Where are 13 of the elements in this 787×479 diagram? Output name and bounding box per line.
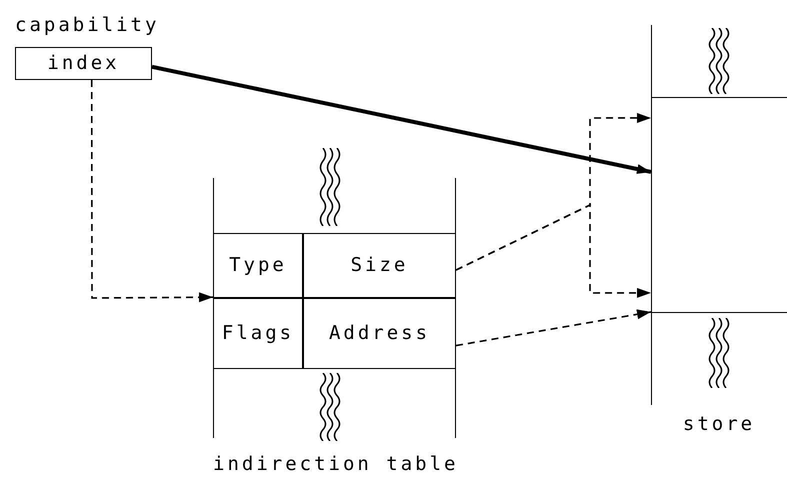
index-field: index	[15, 47, 152, 80]
arrow	[456, 204, 651, 298]
store-block	[651, 97, 787, 313]
table-cell: Type	[213, 233, 303, 298]
table-cell: Address	[303, 298, 456, 369]
arrow	[152, 64, 652, 174]
field-heading: capability	[15, 16, 160, 35]
table-cell: Size	[303, 233, 456, 298]
arrow	[90, 80, 213, 302]
store-caption: store	[682, 415, 756, 434]
table-caption: indirection table	[213, 455, 456, 474]
arrow	[456, 309, 652, 346]
table-cell: Flags	[213, 298, 303, 369]
